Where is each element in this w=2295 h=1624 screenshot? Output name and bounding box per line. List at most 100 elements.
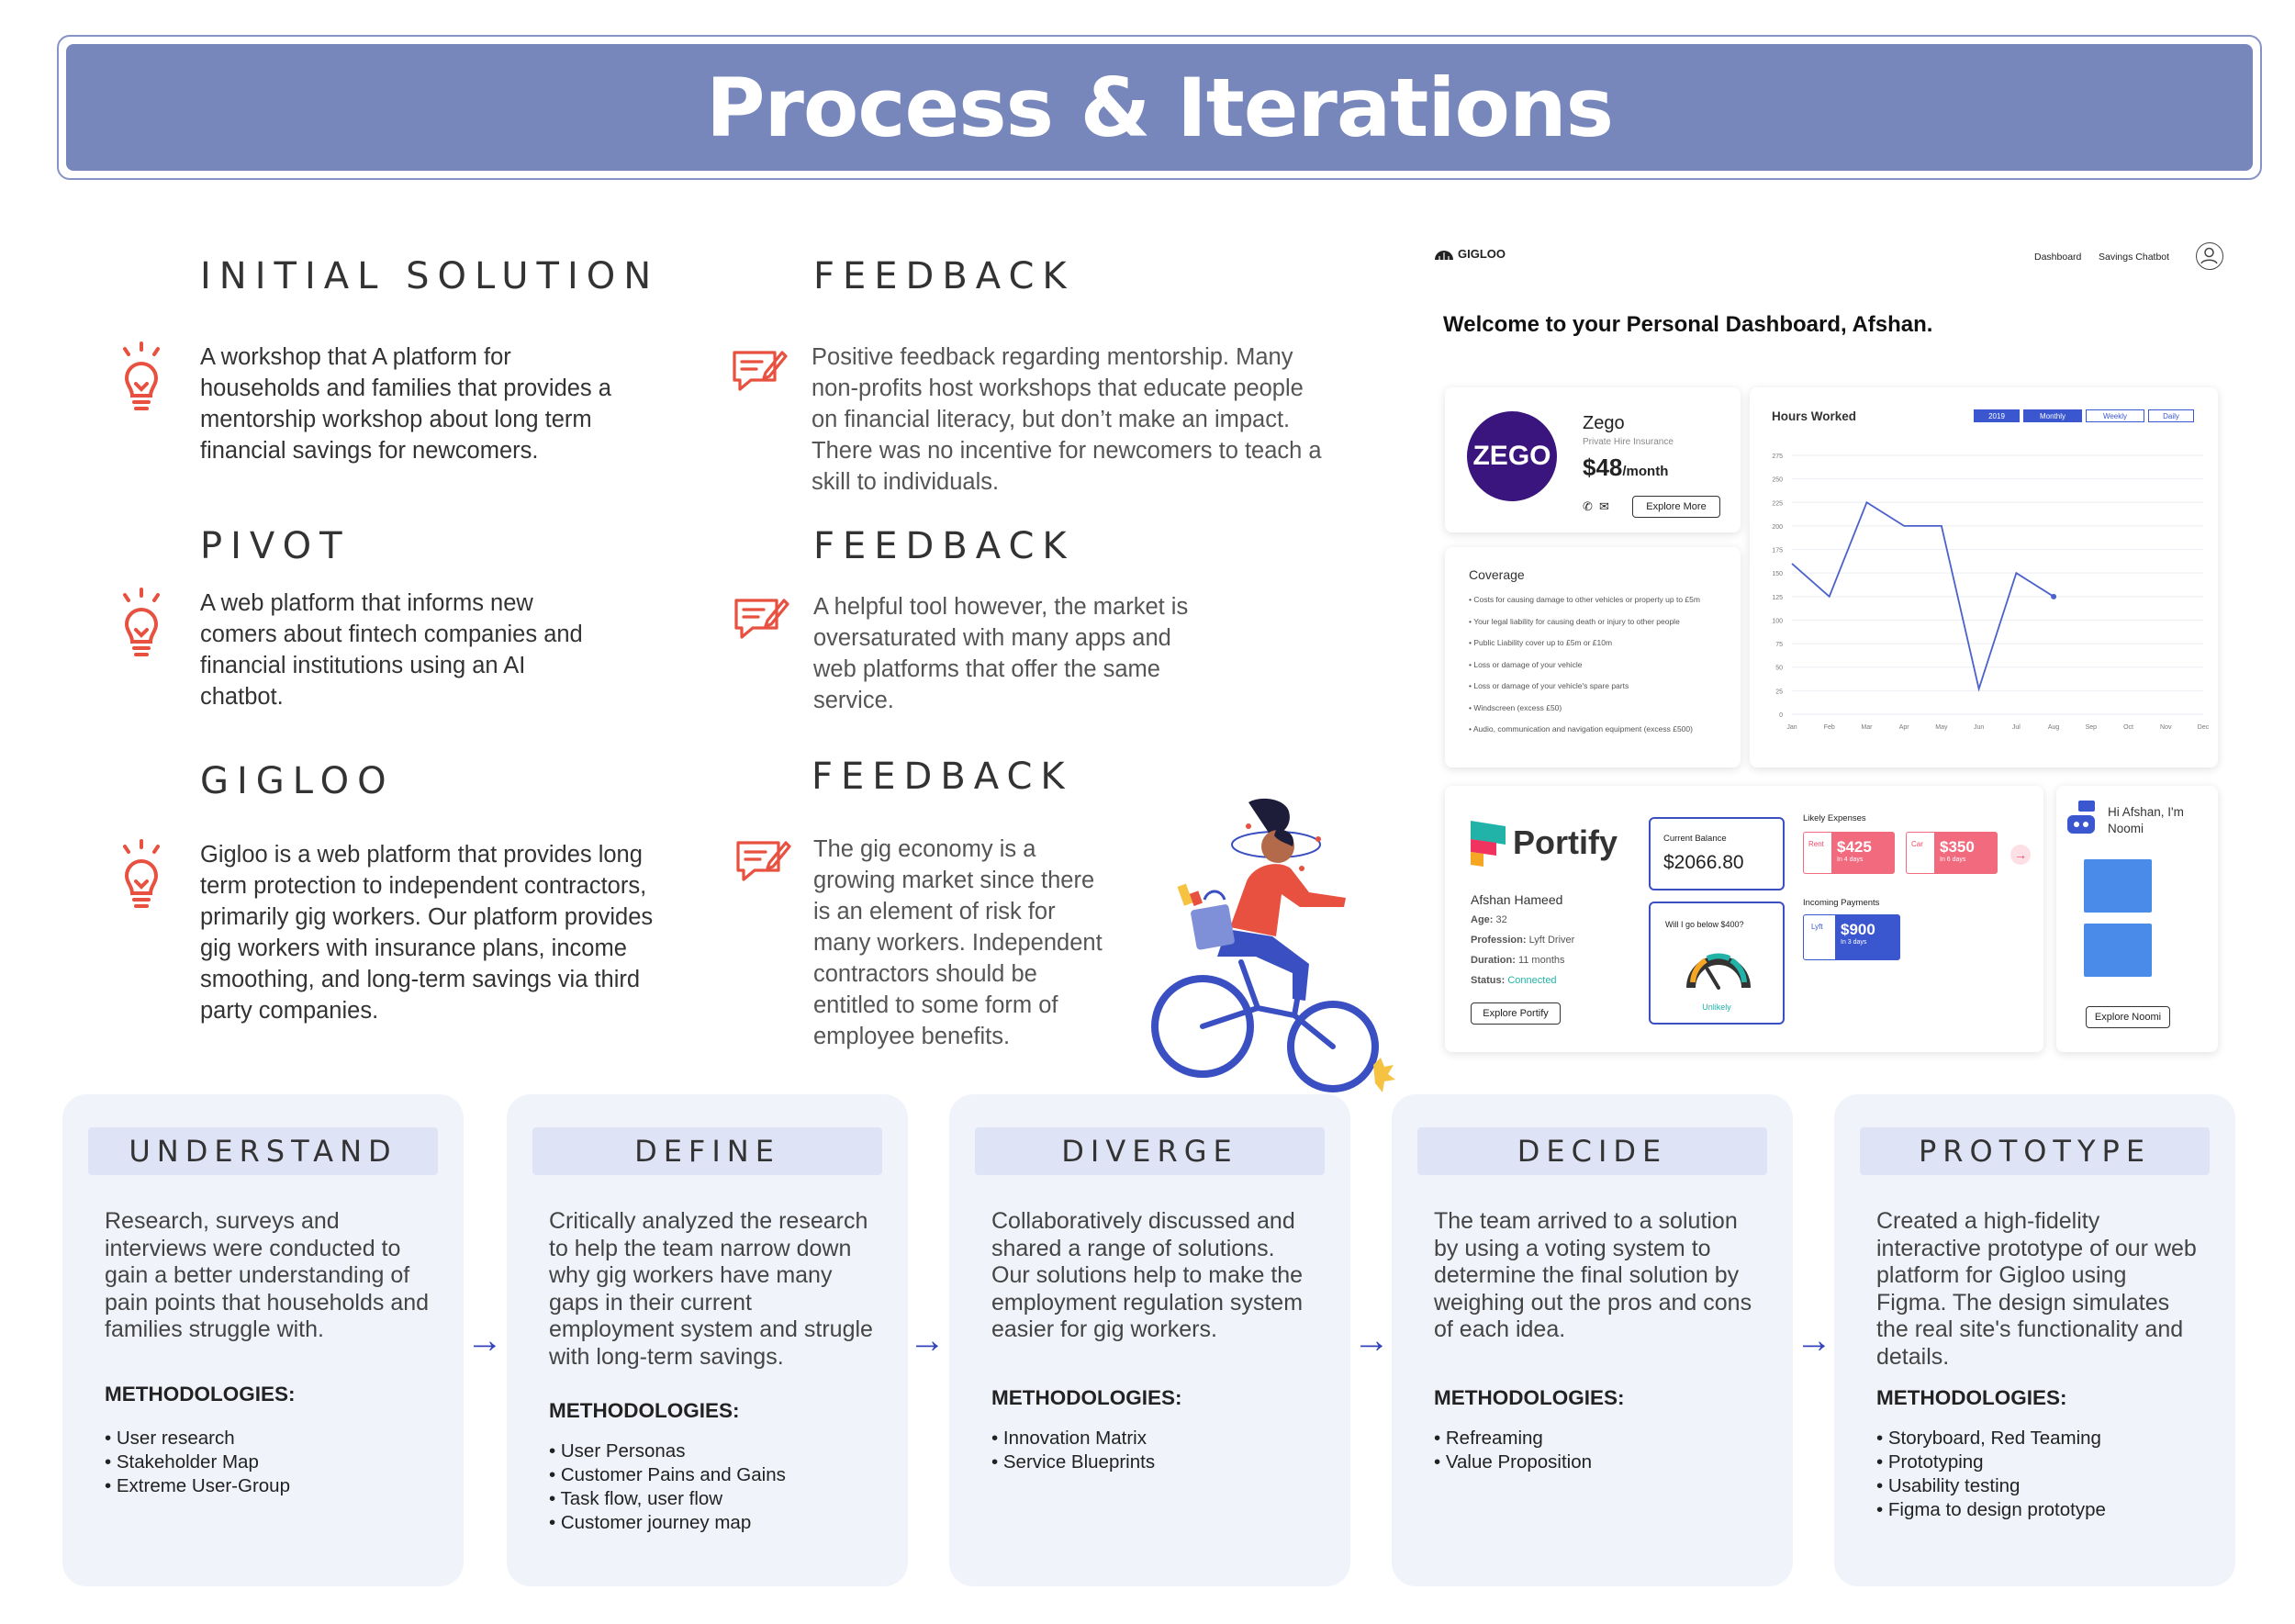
y-tick-label: 225 (1772, 500, 1783, 507)
list-item: Usability testing (1876, 1474, 2217, 1498)
zego-name: Zego (1583, 413, 1625, 433)
noomi-card: Hi Afshan, I'm Noomi Explore Noomi (2056, 786, 2218, 1052)
filter-monthly[interactable]: Monthly (2023, 409, 2082, 422)
nav-savings-chatbot[interactable]: Savings Chatbot (2099, 252, 2170, 263)
arrow-right-icon: → (466, 1320, 503, 1361)
step-description: Critically analyzed the research to help… (549, 1208, 873, 1370)
coverage-item: • Your legal liability for causing death… (1469, 616, 1680, 626)
portify-profession: Profession: Lyft Driver (1471, 935, 1575, 946)
gigloo-text: Gigloo is a web platform that provides l… (200, 842, 654, 1024)
welcome-title: Welcome to your Personal Dashboard, Afsh… (1443, 312, 1933, 337)
coverage-item: • Costs for causing damage to other vehi… (1469, 595, 1700, 604)
coverage-title: Coverage (1469, 567, 1525, 582)
dashboard-brand: GIGLOO (1434, 247, 1506, 261)
zego-price: $48/month (1583, 454, 1668, 482)
coverage-card: Coverage • Costs for causing damage to o… (1445, 547, 1741, 767)
zego-explore-button[interactable]: Explore More (1632, 496, 1720, 518)
speedometer-icon (1686, 953, 1751, 990)
noomi-greeting: Hi Afshan, I'm Noomi (2108, 805, 2184, 835)
cyclist-illustration (1138, 790, 1414, 1106)
y-tick-label: 75 (1775, 642, 1783, 648)
x-tick-label: Sep (2086, 724, 2098, 731)
step-title: UNDERSTAND (88, 1127, 438, 1175)
dashboard-mockup: GIGLOO Dashboard Savings Chatbot Welcome… (1432, 230, 2223, 1056)
x-tick-label: Jan (1786, 724, 1797, 731)
y-tick-label: 200 (1772, 524, 1783, 531)
zego-logo: ZEGO (1467, 411, 1557, 501)
list-item: Customer journey map (549, 1511, 890, 1535)
list-item: Prototyping (1876, 1450, 2217, 1474)
list-item: Figma to design prototype (1876, 1498, 2217, 1522)
x-tick-label: Mar (1861, 724, 1873, 731)
list-item: Value Proposition (1434, 1450, 1774, 1474)
zego-sub: Private Hire Insurance (1583, 437, 1674, 447)
feedback-text-2: A helpful tool however, the market is ov… (813, 594, 1189, 713)
step-title: DIVERGE (975, 1127, 1325, 1175)
gauge-answer: Unlikely (1702, 1002, 1731, 1012)
x-tick-label: Feb (1824, 724, 1835, 731)
list-item: Customer Pains and Gains (549, 1463, 890, 1487)
robot-icon (2067, 801, 2095, 834)
data-point[interactable] (2051, 593, 2057, 599)
nav-dashboard[interactable]: Dashboard (2034, 252, 2082, 263)
user-avatar-icon[interactable] (2196, 242, 2223, 270)
coverage-item: • Windscreen (excess £50) (1469, 702, 1562, 712)
page-title: Process & Iterations (706, 60, 1614, 155)
coverage-item: • Loss or damage of your vehicle's spare… (1469, 681, 1629, 690)
list-item: Task flow, user flow (549, 1487, 890, 1511)
step-title: DECIDE (1417, 1127, 1767, 1175)
gauge-question: Will I go below $400? (1665, 920, 1744, 929)
banner-frame (57, 35, 2262, 180)
methodologies-label: METHODOLOGIES: (549, 1399, 740, 1422)
y-tick-label: 50 (1775, 666, 1783, 672)
step-description: The team arrived to a solution by using … (1434, 1208, 1752, 1342)
banner: Process & Iterations (66, 44, 2253, 171)
lightbulb-icon (116, 839, 167, 911)
email-icon[interactable]: ✉ (1599, 499, 1609, 513)
x-tick-label: Dec (2198, 724, 2210, 731)
filter-daily[interactable]: Daily (2148, 409, 2194, 422)
x-tick-label: Jun (1974, 724, 1984, 731)
chat-bubble (2084, 859, 2152, 913)
step-card-decide: DECIDE The team arrived to a solution by… (1392, 1094, 1793, 1586)
arrow-right-icon: → (1796, 1320, 1832, 1361)
explore-noomi-button[interactable]: Explore Noomi (2086, 1006, 2170, 1028)
hours-chart-title: Hours Worked (1772, 409, 1857, 423)
zego-price-per: /month (1622, 464, 1669, 479)
pivot-heading: PIVOT (200, 525, 351, 567)
step-description: Collaboratively discussed and shared a r… (991, 1208, 1304, 1342)
coverage-item: • Loss or damage of your vehicle (1469, 659, 1583, 669)
portify-user: Afshan Hameed (1471, 892, 1563, 907)
phone-icon[interactable]: ✆ (1583, 499, 1593, 513)
incoming-payments-title: Incoming Payments (1803, 898, 1880, 908)
methodologies-list: User research Stakeholder Map Extreme Us… (105, 1427, 445, 1498)
current-balance-box: Current Balance $2066.80 (1649, 817, 1785, 890)
initial-solution-heading: INITIAL SOLUTION (200, 255, 660, 297)
brand-name: GIGLOO (1458, 247, 1506, 261)
chat-bubble (2084, 924, 2152, 977)
balance-label: Current Balance (1663, 834, 1727, 844)
next-arrow-icon[interactable]: → (2010, 845, 2031, 865)
zego-card: ZEGO Zego Private Hire Insurance $48/mon… (1445, 387, 1741, 532)
explore-portify-button[interactable]: Explore Portify (1471, 1002, 1561, 1025)
list-item: Service Blueprints (991, 1450, 1332, 1474)
lightbulb-icon (116, 588, 167, 659)
feedback-icon (733, 595, 789, 648)
list-item: Refreaming (1434, 1427, 1774, 1450)
step-title: DEFINE (532, 1127, 882, 1175)
feedback-text-3: The gig economy is a growing market sinc… (813, 836, 1103, 1049)
methodologies-label: METHODOLOGIES: (1876, 1386, 2067, 1409)
filter-2019[interactable]: 2019 (1974, 409, 2020, 422)
filter-weekly[interactable]: Weekly (2086, 409, 2144, 422)
methodologies-list: User Personas Customer Pains and Gains T… (549, 1439, 890, 1535)
pivot-text: A web platform that informs new comers a… (200, 590, 583, 710)
gauge-box: Will I go below $400? Unlikely (1649, 902, 1785, 1025)
lightbulb-icon (116, 342, 167, 413)
methodologies-list: Innovation Matrix Service Blueprints (991, 1427, 1332, 1474)
